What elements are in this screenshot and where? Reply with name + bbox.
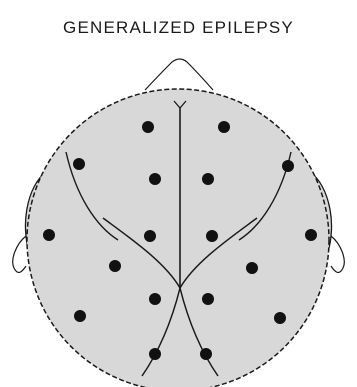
electrode xyxy=(142,121,154,133)
electrode xyxy=(144,230,156,242)
electrode xyxy=(74,310,86,322)
electrode xyxy=(202,293,214,305)
electrode xyxy=(43,229,55,241)
electrode xyxy=(149,293,161,305)
head-circle xyxy=(27,89,329,387)
electrode xyxy=(109,260,121,272)
electrode xyxy=(202,173,214,185)
electrode xyxy=(149,348,161,360)
electrode xyxy=(200,348,212,360)
right-ear-stub xyxy=(331,236,344,272)
electrode xyxy=(149,173,161,185)
electrode xyxy=(305,229,317,241)
electrode xyxy=(73,158,85,170)
left-ear-stub xyxy=(13,236,26,272)
nose-outline xyxy=(145,59,213,90)
electrode xyxy=(282,160,294,172)
electrode xyxy=(206,230,218,242)
electrode xyxy=(218,121,230,133)
electrode xyxy=(246,262,258,274)
electrode xyxy=(274,312,286,324)
